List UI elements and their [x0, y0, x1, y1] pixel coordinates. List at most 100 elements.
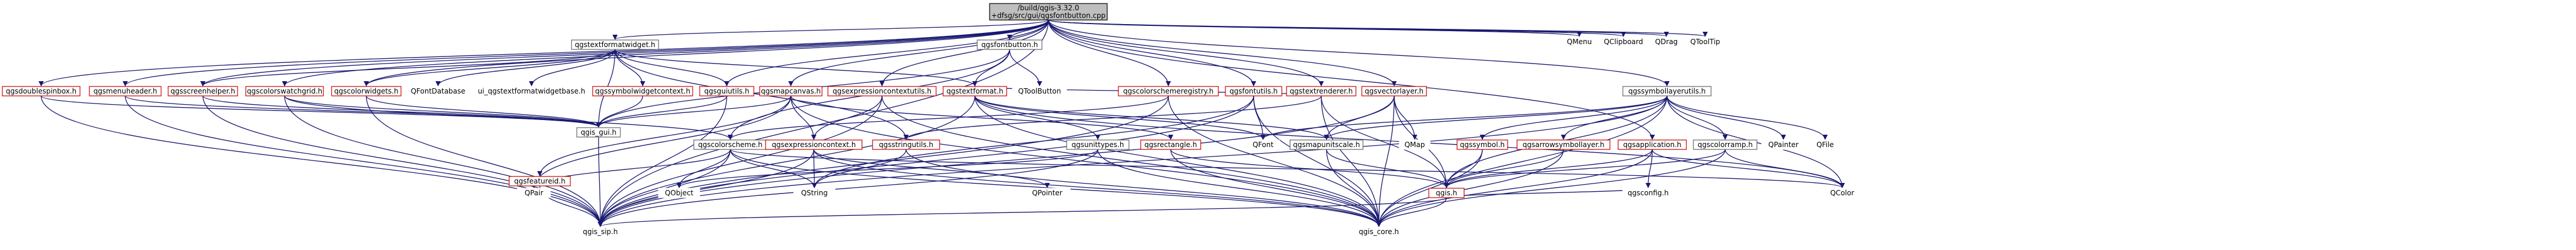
node-qmenu: QMenu — [1562, 36, 1596, 47]
node-label-qpair: QPair — [524, 189, 543, 197]
node-label-qgsapplication: qgsapplication.h — [1623, 141, 1681, 149]
node-label-qfont: QFont — [1252, 141, 1274, 149]
edge-qgsgui-to-qgssip — [597, 136, 603, 227]
edge-qgsmapcanvas-to-qgsexpressioncontext — [790, 95, 817, 140]
node-qgstextrenderer[interactable]: qgstextrenderer.h — [1286, 86, 1357, 96]
node-label-qgsdoublespinbox: qgsdoublespinbox.h — [6, 87, 76, 95]
node-qgsapplication[interactable]: qgsapplication.h — [1618, 139, 1687, 150]
node-qgscolorswatchgrid[interactable]: qgscolorswatchgrid.h — [245, 86, 324, 96]
edge-qgssymbollayerutils-to-qpainter — [1666, 95, 1786, 140]
node-box-qgsfeatureid[interactable] — [509, 176, 571, 186]
node-qgscolorschemeregistry[interactable]: qgscolorschemeregistry.h — [1118, 86, 1219, 96]
node-box-qgsgui[interactable] — [576, 127, 621, 138]
edge-root-to-qgssymbollayerutils — [1048, 19, 1670, 86]
node-box-qgsstringutils[interactable] — [872, 139, 940, 150]
node-qgscolorramp[interactable]: qgscolorramp.h — [1693, 139, 1758, 150]
node-qgsrectangle[interactable]: qgsrectangle.h — [1140, 139, 1201, 150]
edge-qgscolorscheme-to-qstring — [730, 149, 817, 188]
node-box-qgsfontbutton[interactable] — [977, 39, 1043, 50]
edge-qgsdoublespinbox-to-qgsgui — [41, 95, 602, 128]
node-label-qclipboard: QClipboard — [1604, 38, 1643, 46]
node-box-qgscore — [1352, 226, 1406, 237]
node-root[interactable]: /build/qgis-3.32.0+dfsg/src/gui/qgsfontb… — [989, 3, 1108, 21]
node-qgsgui[interactable]: qgis_gui.h — [576, 127, 621, 138]
node-box-qgstextformatwidget[interactable] — [571, 39, 659, 50]
node-box-qgstextformat[interactable] — [943, 86, 1007, 96]
node-box-root[interactable] — [989, 3, 1108, 21]
node-qfontdatabase: QFontDatabase — [406, 86, 470, 96]
node-qgsarrowsymbollayer[interactable]: qgsarrowsymbollayer.h — [1516, 139, 1611, 150]
node-box-qgsfontutils[interactable] — [1225, 86, 1282, 96]
edge-qgscolorswatchgrid-to-qgscolorscheme — [284, 95, 733, 140]
node-qgstextformatwidget[interactable]: qgstextformatwidget.h — [571, 39, 659, 50]
node-qgs[interactable]: qgis.h — [1428, 188, 1465, 198]
edge-qgscolorswatchgrid-to-qgssip — [284, 95, 603, 227]
node-box-qgsrectangle[interactable] — [1140, 139, 1201, 150]
node-qgsfontbutton[interactable]: qgsfontbutton.h — [977, 39, 1043, 50]
edge-root-to-qgsguiutils — [724, 19, 1049, 86]
edge-root-to-qgscolorwidgets — [363, 19, 1049, 86]
node-qgssymbol[interactable]: qgssymbol.h — [1456, 139, 1508, 150]
node-qgsmenuheader[interactable]: qgsmenuheader.h — [89, 86, 162, 96]
node-box-qgscolorwidgets[interactable] — [331, 86, 402, 96]
node-qgsfeatureid[interactable]: qgsfeatureid.h — [509, 176, 571, 186]
node-box-qgsapplication[interactable] — [1618, 139, 1687, 150]
node-qgsscreenhelper[interactable]: qgsscreenhelper.h — [168, 86, 238, 96]
edge-qgsmapcanvas-to-qgsrectangle — [790, 95, 1174, 140]
node-box-qgsguiutils[interactable] — [699, 86, 754, 96]
node-qgsunittypes[interactable]: qgsunittypes.h — [1066, 139, 1130, 150]
node-box-qgscolorramp[interactable] — [1693, 139, 1758, 150]
node-box-qgssymbolwidgetcontext[interactable] — [592, 86, 693, 96]
node-box-qgs[interactable] — [1428, 188, 1465, 198]
edge-root-to-qtooltip — [1048, 19, 1708, 37]
edge-qgssymbollayerutils-to-qfile — [1666, 95, 1828, 140]
node-qtooltip: QToolTip — [1685, 36, 1726, 47]
node-box-qgsvectorlayer[interactable] — [1361, 86, 1427, 96]
node-box-qgscolorschemeregistry[interactable] — [1118, 86, 1219, 96]
node-qgsmapunitscale[interactable]: qgsmapunitscale.h — [1289, 139, 1364, 150]
node-qgstextformat[interactable]: qgstextformat.h — [943, 86, 1007, 96]
node-qgsstringutils[interactable]: qgsstringutils.h — [872, 139, 940, 150]
edge-qgstextformat-to-qgssip — [597, 95, 975, 227]
node-qfont: QFont — [1246, 139, 1280, 150]
node-box-qgsexpressioncontext[interactable] — [765, 139, 863, 150]
node-box-qgssymbollayerutils[interactable] — [1622, 86, 1712, 96]
node-qclipboard: QClipboard — [1599, 36, 1648, 47]
node-qgsguiutils[interactable]: qgsguiutils.h — [699, 86, 754, 96]
node-qgscolorscheme[interactable]: qgscolorscheme.h — [693, 139, 767, 150]
edge-qgstextformat-to-qgscore — [974, 95, 1382, 227]
node-label-qstring: QString — [801, 189, 827, 197]
node-qgsmapcanvas[interactable]: qgsmapcanvas.h — [759, 86, 823, 96]
node-box-qgsexpressioncontextutils[interactable] — [827, 86, 937, 96]
node-qgsexpressioncontext[interactable]: qgsexpressioncontext.h — [765, 139, 863, 150]
edge-qgssymbollayerutils-to-qgssymbol — [1479, 95, 1668, 140]
node-qgssymbollayerutils[interactable]: qgssymbollayerutils.h — [1622, 86, 1712, 96]
node-box-qmenu — [1562, 36, 1596, 47]
edge-qgscolorswatchgrid-to-qgsgui — [284, 95, 602, 128]
node-box-qgsarrowsymbollayer[interactable] — [1516, 139, 1611, 150]
node-box-qgsdoublespinbox[interactable] — [2, 86, 81, 96]
node-qgssymbolwidgetcontext[interactable]: qgssymbolwidgetcontext.h — [592, 86, 693, 96]
node-box-qgscolorswatchgrid[interactable] — [245, 86, 324, 96]
node-box-qgsmenuheader[interactable] — [89, 86, 162, 96]
edge-qgsmenuheader-to-qgsgui — [125, 95, 602, 128]
node-qgscolorwidgets[interactable]: qgscolorwidgets.h — [331, 86, 402, 96]
node-qgsdoublespinbox[interactable]: qgsdoublespinbox.h — [2, 86, 81, 96]
node-box-qgstextrenderer[interactable] — [1286, 86, 1357, 96]
edge-qgsmapcanvas-to-qgsfeatureid — [537, 95, 791, 176]
node-box-qgsunittypes[interactable] — [1066, 139, 1130, 150]
node-qstring: QString — [793, 188, 836, 198]
node-label-qtooltip: QToolTip — [1690, 38, 1720, 46]
edge-qgstextrenderer-to-qgsstringutils — [903, 95, 1322, 140]
node-box-qgssymbol[interactable] — [1456, 139, 1508, 150]
node-box-qgsscreenhelper[interactable] — [168, 86, 238, 96]
node-qmap: QMap — [1399, 139, 1431, 150]
node-label-qgstextrenderer: qgstextrenderer.h — [1289, 87, 1352, 95]
node-box-qgsmapcanvas[interactable] — [759, 86, 823, 96]
node-qgsvectorlayer[interactable]: qgsvectorlayer.h — [1361, 86, 1427, 96]
node-qgsexpressioncontextutils[interactable]: qgsexpressioncontextutils.h — [827, 86, 937, 96]
node-qgsfontutils[interactable]: qgsfontutils.h — [1225, 86, 1282, 96]
node-box-qgsmapunitscale[interactable] — [1289, 139, 1364, 150]
node-qdrag: QDrag — [1650, 36, 1682, 47]
